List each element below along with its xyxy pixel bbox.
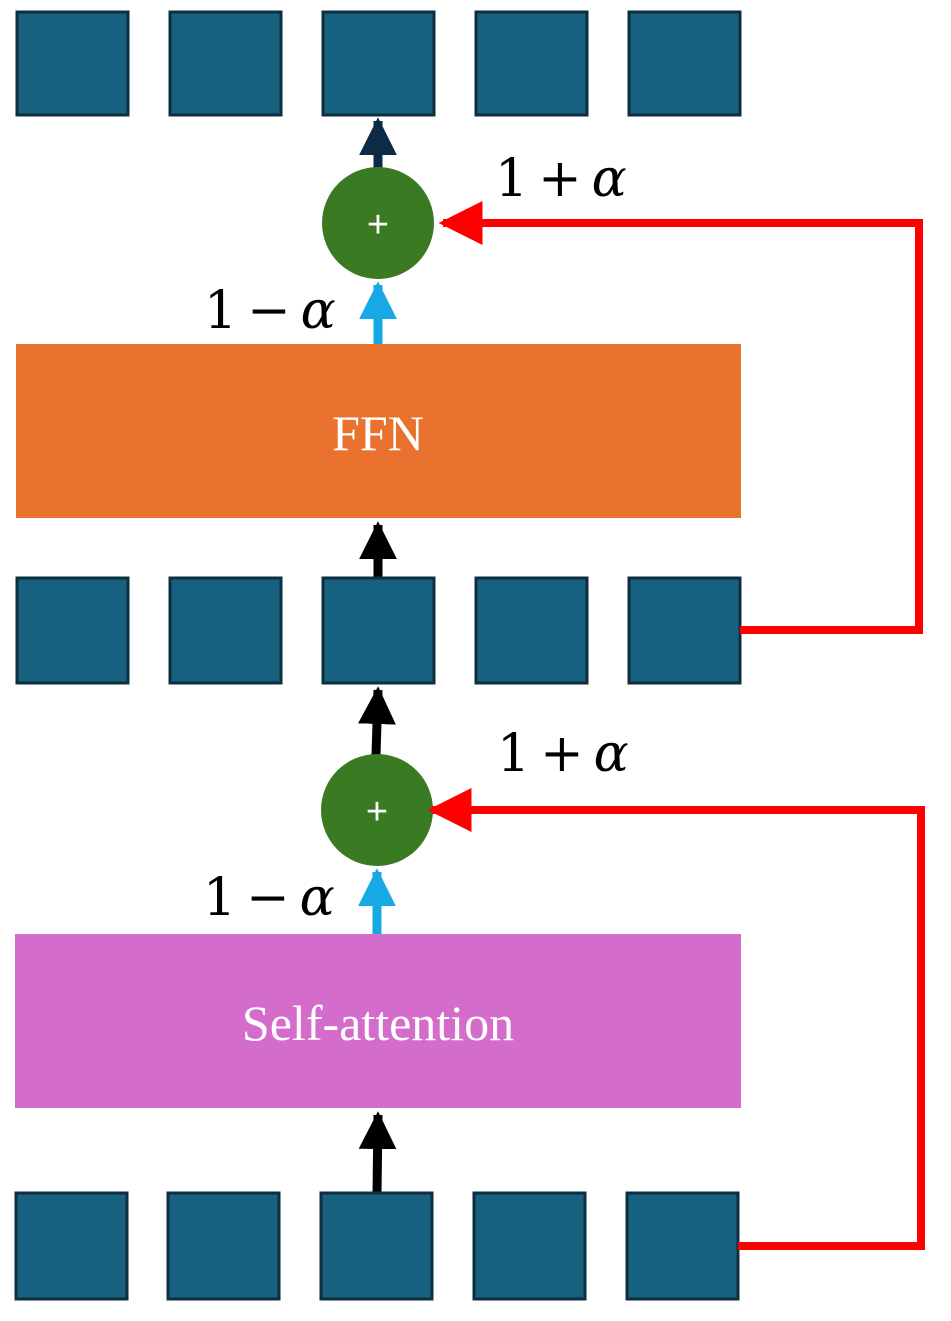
- adder-circle: [322, 167, 434, 279]
- hidden-token: [627, 576, 742, 685]
- attention-input-arrow: [358, 1111, 397, 1194]
- residual-weight-label: 1+α: [495, 149, 627, 209]
- output-token-row: [15, 10, 742, 117]
- input-token: [14, 1191, 129, 1301]
- ffn-label: FFN: [332, 405, 424, 461]
- adder-to-hidden-arrow: [358, 686, 396, 756]
- output-token: [627, 10, 742, 117]
- residual-weight-label: 1+α: [497, 724, 629, 784]
- input-token: [319, 1191, 434, 1301]
- attention-residual-path: [427, 788, 925, 1250]
- adder-circle: [321, 754, 433, 866]
- input-token: [472, 1191, 587, 1301]
- ffn-block: FFN: [16, 344, 741, 518]
- input-token: [166, 1191, 281, 1301]
- hidden-token: [474, 576, 589, 685]
- hidden-token: [168, 576, 283, 685]
- ffn-residual-path: [438, 201, 923, 634]
- hidden-token-row: [15, 576, 742, 685]
- output-token: [474, 10, 589, 117]
- hidden-token: [15, 576, 130, 685]
- input-token: [625, 1191, 740, 1301]
- plus-icon: +: [367, 204, 389, 246]
- output-token: [15, 10, 130, 117]
- input-token-row: [14, 1191, 740, 1301]
- self-attention-label: Self-attention: [242, 995, 514, 1051]
- output-token: [168, 10, 283, 117]
- plus-icon: +: [366, 791, 388, 833]
- hidden-token: [321, 576, 436, 685]
- branch-weight-label: 1−α: [204, 281, 336, 341]
- top-adder-node: +: [322, 167, 434, 279]
- branch-weight-label: 1−α: [203, 868, 335, 928]
- self-attention-rect: [15, 934, 741, 1108]
- output-token: [321, 10, 436, 117]
- self-attention-block: Self-attention: [15, 934, 741, 1108]
- bottom-adder-node: +: [321, 754, 433, 866]
- ffn-rect: [16, 344, 741, 518]
